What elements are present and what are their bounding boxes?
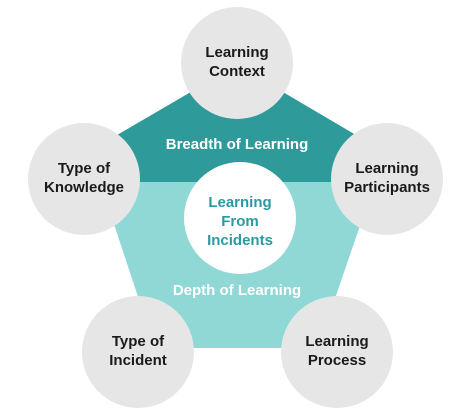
breadth-of-learning-label: Breadth of Learning — [165, 136, 309, 153]
node-circle-process — [281, 296, 393, 408]
node-circle-knowledge — [28, 123, 140, 235]
node-label-knowledge: Type of Knowledge — [43, 160, 124, 196]
node-label-process: Learning Process — [305, 333, 369, 369]
breadth-band — [100, 65, 375, 182]
node-label-participants: Learning Participants — [344, 160, 430, 196]
node-circle-incident — [82, 296, 194, 408]
node-label-context: Learning Context — [205, 44, 269, 80]
depth-of-learning-label: Depth of Learning — [172, 282, 302, 299]
center-circle — [184, 162, 296, 274]
node-circle-participants — [331, 123, 443, 235]
center-label: Learning From Incidents — [207, 194, 273, 249]
node-label-incident: Type of Incident — [109, 333, 167, 369]
node-circle-context — [181, 7, 293, 119]
